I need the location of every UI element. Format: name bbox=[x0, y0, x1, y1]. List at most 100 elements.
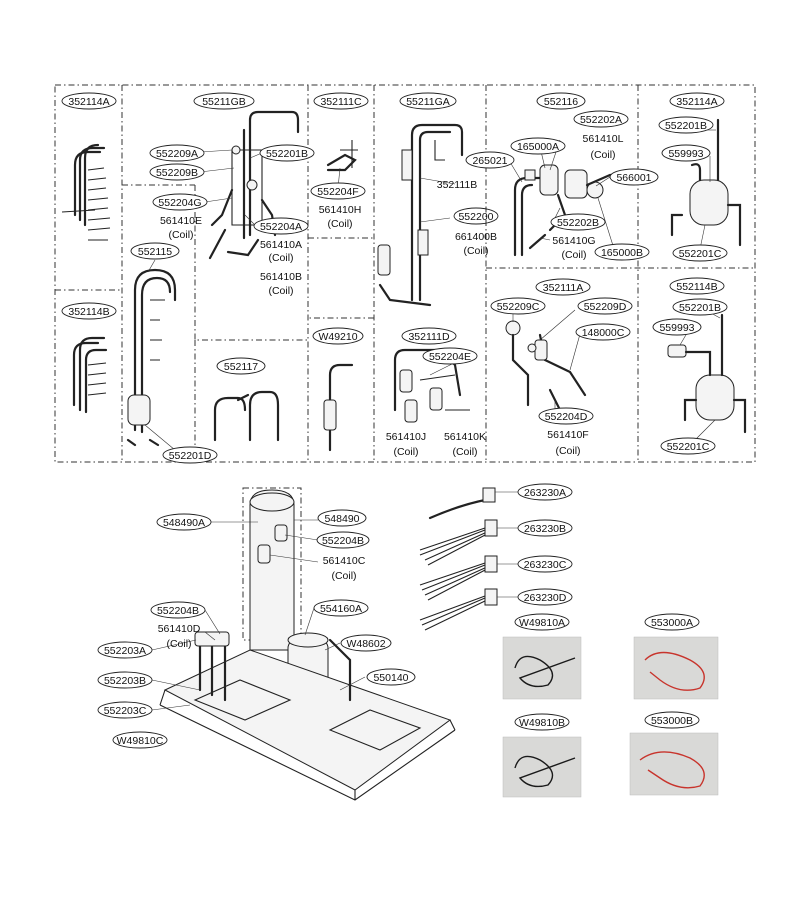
part-352114B-accumulator bbox=[667, 313, 747, 434]
label-552203C: 552203C bbox=[104, 705, 147, 717]
photo-W49810B bbox=[502, 736, 582, 798]
part-552117-pipe bbox=[213, 390, 280, 442]
part-263230-wire-harnesses bbox=[419, 487, 498, 631]
label-165000B: 165000B bbox=[601, 247, 643, 259]
label-559993-r: 559993 bbox=[668, 148, 703, 160]
label-165000A: 165000A bbox=[517, 141, 559, 153]
photo-553000B bbox=[629, 732, 719, 796]
part-552115-tube bbox=[126, 268, 177, 447]
label-W48602: W48602 bbox=[346, 638, 385, 650]
part-352111D-assembly bbox=[393, 348, 470, 423]
label-553000B: 553000B bbox=[651, 715, 693, 727]
label-W49810A: W49810A bbox=[519, 617, 565, 629]
label-561410J-coil: (Coil) bbox=[393, 446, 418, 458]
label-561410K-coil: (Coil) bbox=[452, 446, 477, 458]
label-265021: 265021 bbox=[472, 155, 507, 167]
label-55211GB: 55211GB bbox=[202, 96, 246, 108]
label-552204F: 552204F bbox=[317, 186, 358, 198]
label-552202A: 552202A bbox=[580, 114, 622, 126]
label-561410G-coil: (Coil) bbox=[561, 249, 586, 261]
label-552209A: 552209A bbox=[156, 148, 198, 160]
label-561410F: 561410F bbox=[547, 429, 588, 441]
label-552203B: 552203B bbox=[104, 675, 146, 687]
label-561410B-coil: (Coil) bbox=[268, 285, 293, 297]
label-552201D: 552201D bbox=[169, 450, 212, 462]
part-55211GB-manifold bbox=[208, 110, 300, 260]
label-550140: 550140 bbox=[373, 672, 408, 684]
callout-labels: 352114A 55211GB 552209A 552209B 552201B … bbox=[61, 92, 728, 749]
label-554160A: 554160A bbox=[320, 603, 362, 615]
part-352114A-pipe-bundle bbox=[61, 143, 111, 241]
label-552114B: 552114B bbox=[676, 281, 717, 293]
label-566001: 566001 bbox=[616, 172, 651, 184]
label-552204E: 552204E bbox=[429, 351, 471, 363]
label-W49210: W49210 bbox=[318, 331, 357, 343]
label-552200: 552200 bbox=[458, 211, 493, 223]
label-552201C-r: 552201C bbox=[679, 248, 722, 260]
label-552201C-r2: 552201C bbox=[667, 441, 710, 453]
label-561410D-coil: (Coil) bbox=[166, 638, 191, 650]
label-55211GA: 55211GA bbox=[406, 96, 450, 108]
label-352114A-tl: 352114A bbox=[68, 96, 109, 108]
label-553000A: 553000A bbox=[651, 617, 693, 629]
label-552204B: 552204B bbox=[322, 535, 364, 547]
label-352111A: 352111A bbox=[543, 282, 583, 294]
label-552204G: 552204G bbox=[158, 197, 201, 209]
part-352114A-accumulator bbox=[670, 118, 742, 247]
label-263230C: 263230C bbox=[524, 559, 567, 571]
label-561410H: 561410H bbox=[319, 204, 362, 216]
label-552204A: 552204A bbox=[260, 221, 302, 233]
label-561410A-coil: (Coil) bbox=[268, 252, 293, 264]
label-561410E-coil: (Coil) bbox=[168, 229, 193, 241]
part-55211GA-assembly bbox=[377, 123, 464, 307]
label-352114B-l: 352114B bbox=[68, 306, 109, 318]
label-548490A: 548490A bbox=[163, 517, 205, 529]
part-W49210-pipe bbox=[323, 363, 354, 452]
label-552201B-r2: 552201B bbox=[679, 302, 721, 314]
part-352111A-assembly bbox=[505, 320, 587, 422]
label-552204D: 552204D bbox=[545, 411, 588, 423]
label-552116: 552116 bbox=[544, 96, 578, 108]
label-352111B: 352111B bbox=[437, 179, 477, 191]
label-561410F-coil: (Coil) bbox=[555, 445, 580, 457]
label-552117: 552117 bbox=[224, 361, 258, 373]
label-352111C: 352111C bbox=[320, 96, 361, 108]
label-561410L: 561410L bbox=[583, 133, 624, 145]
label-W49810B: W49810B bbox=[519, 717, 565, 729]
label-561410K: 561410K bbox=[444, 431, 486, 443]
label-552209D: 552209D bbox=[584, 301, 627, 313]
label-661400B: 661400B bbox=[455, 231, 497, 243]
label-552202B: 552202B bbox=[557, 217, 599, 229]
part-compressor-assembly bbox=[159, 489, 456, 801]
label-W49810C: W49810C bbox=[117, 735, 164, 747]
label-561410L-coil: (Coil) bbox=[590, 149, 615, 161]
label-561410C-coil: (Coil) bbox=[331, 570, 356, 582]
label-561410D: 561410D bbox=[158, 623, 201, 635]
part-352111C-pipe bbox=[326, 140, 358, 172]
label-263230A: 263230A bbox=[524, 487, 566, 499]
label-561410C: 561410C bbox=[323, 555, 366, 567]
label-552204B-2: 552204B bbox=[157, 605, 199, 617]
photo-W49810A bbox=[502, 636, 582, 700]
label-552201B-r: 552201B bbox=[665, 120, 707, 132]
label-561410E: 561410E bbox=[160, 215, 202, 227]
label-148000C: 148000C bbox=[582, 327, 625, 339]
label-552115: 552115 bbox=[138, 246, 172, 258]
label-561410J: 561410J bbox=[386, 431, 426, 443]
label-263230B: 263230B bbox=[524, 523, 566, 535]
label-561410B: 561410B bbox=[260, 271, 302, 283]
label-552201B-a: 552201B bbox=[266, 148, 308, 160]
label-561410A: 561410A bbox=[260, 239, 302, 251]
label-263230D: 263230D bbox=[524, 592, 567, 604]
part-352114B-pipe-bundle bbox=[72, 336, 108, 414]
label-352114A-r: 352114A bbox=[676, 96, 717, 108]
photo-553000A bbox=[633, 636, 719, 700]
label-552203A: 552203A bbox=[104, 645, 146, 657]
label-661400B-coil: (Coil) bbox=[463, 245, 488, 257]
label-561410H-coil: (Coil) bbox=[327, 218, 352, 230]
label-561410G: 561410G bbox=[552, 235, 595, 247]
label-352111D: 352111D bbox=[408, 331, 449, 343]
label-559993-r2: 559993 bbox=[659, 322, 694, 334]
leader-lines bbox=[144, 129, 721, 711]
